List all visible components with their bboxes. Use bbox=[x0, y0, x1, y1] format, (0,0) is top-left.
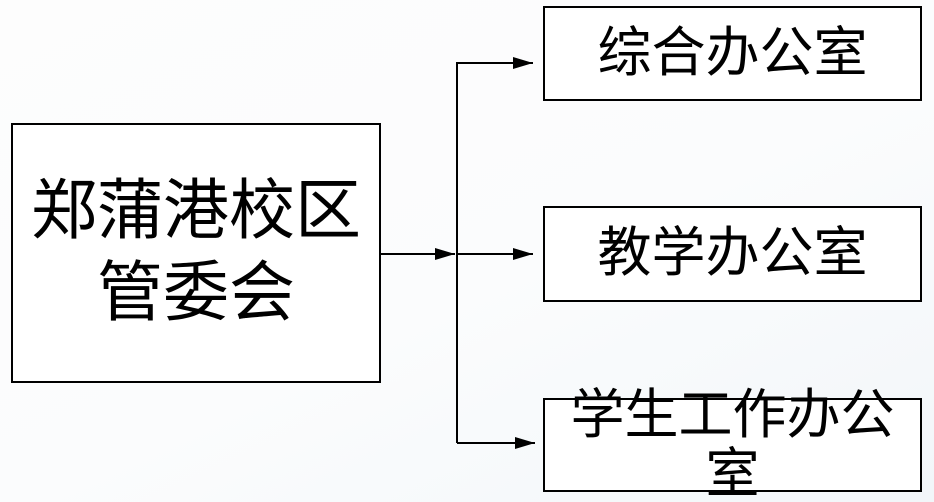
node-teaching-office-label: 教学办公室 bbox=[597, 223, 868, 284]
node-general-office: 综合办公室 bbox=[543, 6, 922, 101]
node-campus-committee-label: 郑蒲港校区 管委会 bbox=[31, 175, 361, 330]
node-student-affairs-office-label: 学生工作办公室 bbox=[570, 384, 895, 502]
node-student-affairs-office: 学生工作办公室 bbox=[543, 385, 922, 502]
node-teaching-office: 教学办公室 bbox=[543, 206, 922, 302]
node-general-office-label: 综合办公室 bbox=[597, 22, 868, 83]
node-campus-committee: 郑蒲港校区 管委会 bbox=[11, 123, 381, 383]
